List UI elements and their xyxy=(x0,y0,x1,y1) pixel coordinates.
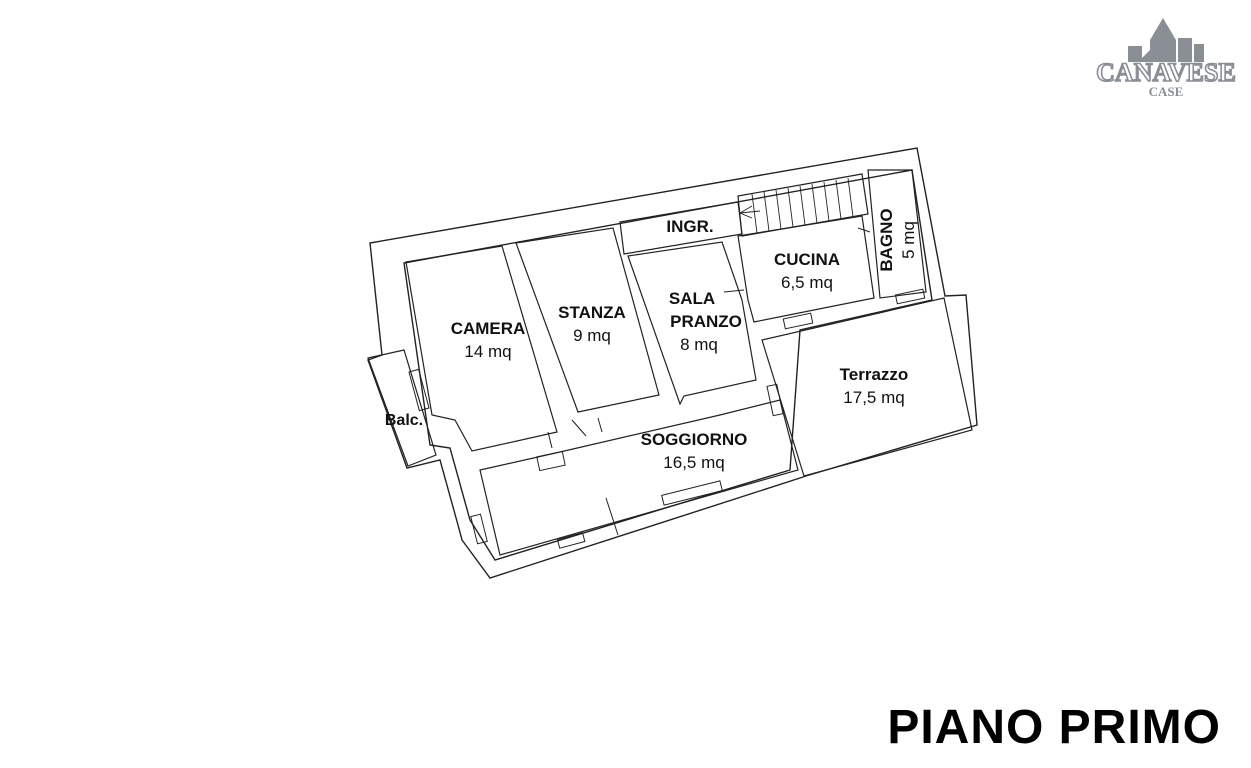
soggiorno-room xyxy=(479,399,799,556)
stairs xyxy=(737,173,869,237)
sala-label-2: PRANZO xyxy=(670,312,742,331)
terrazzo-label: Terrazzo xyxy=(840,365,909,384)
sala-area: 8 mq xyxy=(680,335,718,354)
soggiorno-area: 16,5 mq xyxy=(663,453,724,472)
bagno-room xyxy=(867,169,927,299)
ingresso-label: INGR. xyxy=(666,217,713,236)
cucina-area: 6,5 mq xyxy=(781,273,833,292)
logo-sub: CASE xyxy=(1149,84,1184,99)
bagno-label: BAGNO xyxy=(877,208,896,271)
logo-brand: CANAVESE xyxy=(1096,58,1236,87)
houses-icon xyxy=(1128,18,1204,62)
bagno-area: 5 mq xyxy=(899,221,918,259)
sala-room xyxy=(627,241,757,406)
stanza-area: 9 mq xyxy=(573,326,611,345)
camera-label: CAMERA xyxy=(451,319,526,338)
canavese-logo: CANAVESE CASE xyxy=(1095,18,1237,99)
page-title: PIANO PRIMO xyxy=(887,701,1221,754)
sala-label-1: SALA xyxy=(669,289,715,308)
soggiorno-label: SOGGIORNO xyxy=(641,430,748,449)
stair-steps xyxy=(738,177,854,234)
building-outline xyxy=(367,147,978,579)
camera-room xyxy=(405,245,558,452)
terrazzo-room xyxy=(761,297,973,477)
balcone-area xyxy=(367,349,437,467)
windows xyxy=(408,288,926,549)
terrazzo-area: 17,5 mq xyxy=(843,388,904,407)
stanza-room xyxy=(515,227,660,413)
interior-walls xyxy=(367,169,973,556)
stanza-label: STANZA xyxy=(558,303,626,322)
cucina-room xyxy=(737,215,875,323)
door-marks xyxy=(547,227,871,536)
balcone-label: Balc. xyxy=(385,412,423,429)
camera-area: 14 mq xyxy=(464,342,511,361)
cucina-label: CUCINA xyxy=(774,250,840,269)
